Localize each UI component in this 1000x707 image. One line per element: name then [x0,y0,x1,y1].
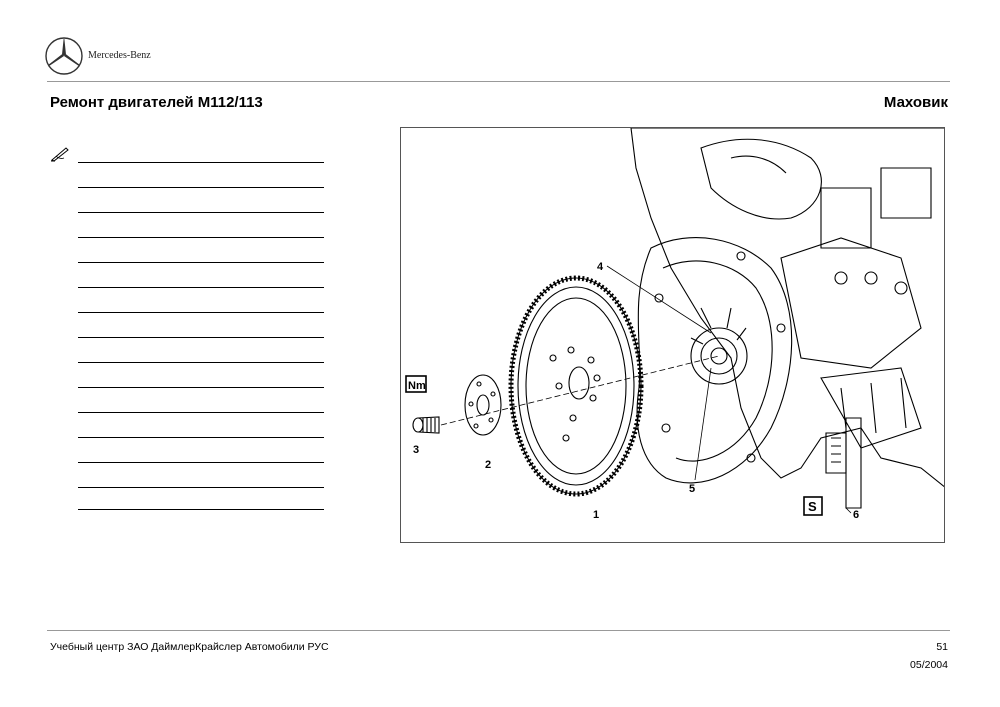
torque-symbol-icon [405,375,427,393]
header-divider [47,81,950,82]
page-number: 51 [936,641,948,653]
bolt [412,416,440,434]
brand-name: Mercedes-Benz [88,50,151,61]
crankshaft-flange [690,327,748,385]
callout-3: 3 [413,444,419,456]
note-line [78,312,324,313]
note-line [78,412,324,413]
engine-block [630,128,944,488]
note-line [78,212,324,213]
note-line [78,262,324,263]
footer-divider [47,630,950,631]
note-line [78,287,324,288]
housing-flange [636,237,793,484]
footer-company: Учебный центр ЗАО ДаймлерКрайслер Автомо… [50,641,329,653]
special-tool-icon [803,496,823,516]
special-tool-label: S [808,499,817,514]
flywheel-diagram: Nm S 1 2 3 4 5 6 [400,127,945,543]
thrust-plate [464,374,502,436]
note-line [78,237,324,238]
mercedes-star-icon [45,37,83,75]
note-line [78,187,324,188]
callout-1: 1 [593,509,599,521]
note-line [78,162,324,163]
callout-4: 4 [597,261,604,273]
note-line [78,337,324,338]
callout-2: 2 [485,459,491,471]
callout-6: 6 [853,509,859,521]
pencil-note-icon [51,147,69,162]
note-line [78,462,324,463]
section-title: Маховик [883,94,948,111]
note-line [78,387,324,388]
torque-symbol-label: Nm [408,380,426,392]
callout-5: 5 [689,483,695,495]
note-line [78,509,324,510]
sensor-bracket [825,417,862,509]
note-line [78,362,324,363]
note-line [78,437,324,438]
note-line [78,487,324,488]
document-title: Ремонт двигателей M112/113 [50,94,263,111]
publication-date: 05/2004 [910,659,948,671]
